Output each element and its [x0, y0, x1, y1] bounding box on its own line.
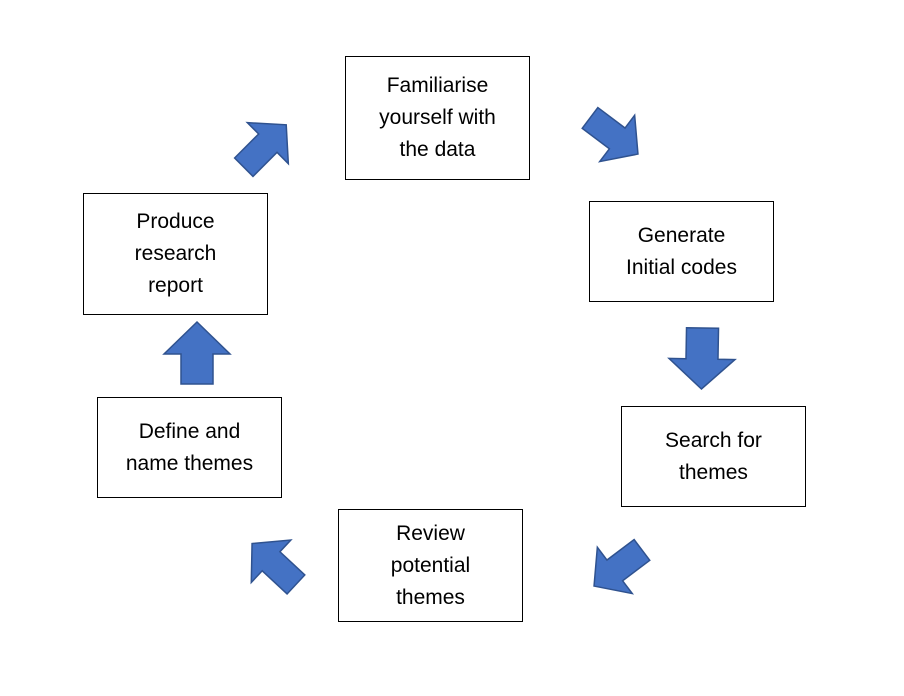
arrow-generate-to-search-icon: [667, 326, 737, 391]
step-familiarise-label: Familiarise yourself with the data: [379, 74, 496, 161]
arrow-search-to-review-icon: [593, 538, 651, 595]
arrow-familiarise-to-generate-icon: [581, 106, 639, 163]
step-search-themes-box: Search for themes: [621, 406, 806, 507]
arrow-define-to-produce-icon: [162, 320, 232, 385]
step-define-themes-label: Define and name themes: [125, 419, 254, 475]
arrow-produce-to-familiarise-icon: [233, 121, 290, 178]
step-search-themes-label: Search for themes: [665, 428, 762, 484]
step-review-themes-label: Review potential themes: [390, 521, 471, 609]
arrow-review-to-define-icon: [250, 539, 306, 596]
step-review-themes-box: Review potential themes: [338, 509, 523, 622]
step-produce-report-box: Produce research report: [83, 193, 268, 315]
step-define-themes-box: Define and name themes: [97, 397, 282, 498]
step-familiarise-box: Familiarise yourself with the data: [345, 56, 530, 180]
step-generate-codes-box: Generate Initial codes: [589, 201, 774, 302]
step-generate-codes-label: Generate Initial codes: [626, 223, 737, 279]
step-produce-report-label: Produce research report: [134, 210, 217, 297]
